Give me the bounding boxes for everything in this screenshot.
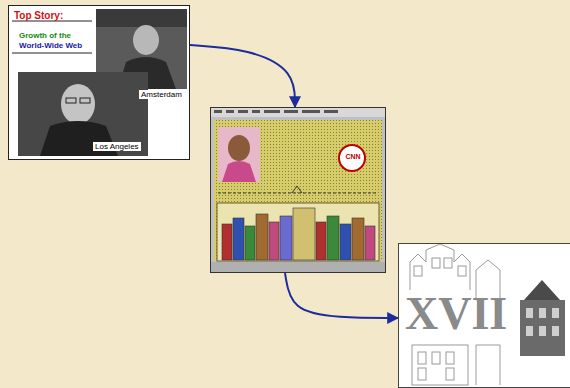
illustration-detail (446, 352, 454, 364)
illustration-detail (18, 72, 148, 156)
illustration-detail (316, 222, 326, 260)
arrow-connector (285, 273, 398, 318)
illustration-detail (12, 53, 92, 54)
illustration-detail (432, 258, 440, 268)
news-frame (8, 5, 190, 160)
illustration-detail (552, 326, 559, 336)
illustration-detail (280, 216, 292, 260)
illustration-detail (352, 218, 364, 260)
illustration-detail (418, 352, 426, 364)
illustration-detail (524, 280, 560, 300)
illustration-detail (539, 326, 546, 336)
illustration-detail (256, 214, 268, 260)
picture-box: XVII (398, 243, 570, 388)
illustration-detail (228, 135, 250, 161)
place-caption: Los Angeles (93, 142, 141, 151)
illustration-detail (552, 308, 559, 318)
browser-window (210, 107, 386, 273)
illustration-detail (233, 218, 244, 260)
illustration-detail (302, 110, 320, 113)
illustration-detail (327, 216, 339, 260)
place-caption: Amsterdam (139, 90, 184, 99)
illustration-detail (217, 203, 379, 261)
illustration-detail (432, 352, 440, 364)
buildings-picture (398, 243, 570, 388)
illustration-detail (222, 208, 375, 260)
illustration-detail (293, 208, 315, 260)
arrow-connector (190, 45, 295, 107)
story-title: World-Wide Web (19, 41, 82, 50)
illustration-detail (222, 224, 232, 260)
illustration-detail (218, 127, 260, 182)
illustration-detail (458, 266, 466, 276)
illustration-detail (96, 9, 187, 27)
illustration-detail (418, 368, 426, 380)
illustration-detail (520, 300, 565, 356)
illustration-detail (284, 110, 298, 113)
illustration-detail (412, 345, 468, 385)
story-title: Growth of the (19, 31, 71, 40)
illustration-detail (526, 308, 559, 336)
illustration-detail (446, 368, 454, 380)
illustration-detail (66, 98, 76, 103)
illustration-detail (214, 110, 338, 113)
illustration-detail (269, 222, 279, 260)
illustration-detail (252, 110, 260, 113)
illustration-detail (214, 120, 382, 261)
illustration-detail (476, 345, 500, 385)
illustration-detail (210, 107, 386, 273)
news-frame-box: Top Story: Growth of theWorld-Wide WebAms… (8, 5, 190, 160)
illustration-detail (210, 262, 386, 273)
illustration-detail (80, 98, 90, 103)
illustration-detail (8, 5, 190, 160)
browser-window-box: CNN (210, 107, 386, 273)
illustration-detail (292, 186, 302, 193)
illustration-detail (340, 224, 351, 260)
illustration-detail (444, 258, 452, 268)
illustration-detail (222, 161, 256, 182)
illustration-detail (365, 226, 375, 260)
illustration-detail (61, 84, 95, 124)
illustration-detail (210, 107, 386, 117)
illustration-detail (324, 110, 338, 113)
illustration-detail (526, 308, 533, 318)
illustration-detail (410, 244, 470, 290)
illustration-detail (133, 25, 159, 55)
illustration-detail (339, 145, 365, 171)
logo-text: CNN (341, 153, 365, 161)
building-inscription: XVII (405, 288, 507, 341)
illustration-detail (218, 193, 378, 194)
story-heading: Top Story: (14, 10, 63, 22)
illustration-detail (238, 110, 248, 113)
illustration-detail (414, 266, 422, 276)
illustration-detail (245, 226, 255, 260)
illustration-detail (214, 110, 222, 113)
illustration-detail (526, 326, 533, 336)
illustration-detail (539, 308, 546, 318)
illustration-detail (226, 110, 234, 113)
illustration-detail (264, 110, 280, 113)
illustration-detail (398, 243, 570, 388)
